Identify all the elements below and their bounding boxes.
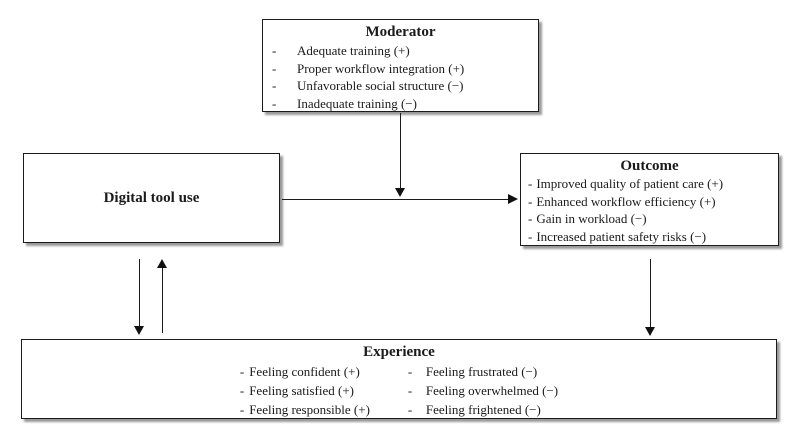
moderator-item-text: Adequate training (+)	[297, 43, 410, 58]
arrow-experience-to-dtu-head-up-icon	[156, 259, 167, 268]
experience-item-text: Feeling satisfied (+)	[249, 383, 355, 398]
digital-tool-use-box: Digital tool use	[23, 153, 280, 243]
experience-left-column: - Feeling confident (+) - Feeling satisf…	[240, 362, 370, 419]
list-item: - Feeling responsible (+)	[240, 400, 370, 419]
experience-item-text: Feeling frustrated (−)	[425, 364, 538, 379]
arrow-dtu-to-outcome-head-right-icon	[508, 193, 518, 204]
arrow-dtu-to-outcome-line	[282, 198, 509, 200]
outcome-item-text: Improved quality of patient care (+)	[536, 176, 724, 191]
moderator-item-text: Inadequate training (−)	[297, 95, 417, 111]
bullet-dash: -	[272, 60, 277, 76]
outcome-list: - Improved quality of patient care (+) -…	[521, 175, 778, 245]
experience-title: Experience	[363, 344, 435, 360]
experience-columns: - Feeling confident (+) - Feeling satisf…	[22, 362, 776, 419]
experience-item-text: Feeling overwhelmed (−)	[425, 383, 559, 398]
list-item: - Adequate training (+)	[271, 42, 532, 60]
bullet-dash: -	[239, 402, 245, 417]
moderator-list: - Adequate training (+) - Proper workflo…	[263, 41, 538, 112]
experience-item-text: Feeling confident (+)	[249, 364, 360, 379]
arrow-experience-to-dtu-line	[162, 268, 164, 333]
list-item: - Proper workflow integration (+)	[271, 60, 532, 78]
bullet-dash: -	[407, 402, 413, 417]
list-item: - Increased patient safety risks (−)	[528, 228, 773, 246]
list-item: - Inadequate training (−)	[271, 95, 532, 113]
bullet-dash: -	[272, 43, 277, 58]
arrow-moderator-head-down-icon	[394, 188, 405, 197]
experience-item-text: Feeling frightened (−)	[425, 402, 541, 417]
list-item: - Feeling overwhelmed (−)	[408, 381, 558, 400]
bullet-dash: -	[407, 383, 413, 398]
moderator-box: Moderator - Adequate training (+) - Prop…	[262, 19, 539, 112]
arrow-dtu-to-experience-line	[139, 259, 141, 327]
arrow-moderator-line	[400, 113, 402, 189]
outcome-item-text: Enhanced workflow efficiency (+)	[536, 193, 716, 209]
moderator-title: Moderator	[365, 24, 436, 40]
experience-box: Experience - Feeling confident (+) - Fee…	[21, 339, 777, 419]
bullet-dash: -	[528, 193, 533, 209]
bullet-dash: -	[239, 383, 245, 398]
digital-tool-use-title: Digital tool use	[103, 189, 200, 206]
bullet-dash: -	[272, 78, 277, 93]
experience-item-text: Feeling responsible (+)	[249, 402, 370, 417]
list-item: - Feeling frightened (−)	[408, 400, 558, 419]
arrow-outcome-to-experience-head-down-icon	[644, 327, 655, 336]
list-item: - Unfavorable social structure (−)	[271, 77, 532, 95]
list-item: - Feeling satisfied (+)	[240, 381, 370, 400]
list-item: - Enhanced workflow efficiency (+)	[528, 193, 773, 211]
arrow-outcome-to-experience-line	[650, 259, 652, 328]
list-item: - Feeling frustrated (−)	[408, 362, 558, 381]
bullet-dash: -	[272, 95, 277, 111]
outcome-title: Outcome	[620, 158, 679, 174]
moderator-item-text: Unfavorable social structure (−)	[297, 78, 464, 93]
list-item: - Feeling confident (+)	[240, 362, 370, 381]
outcome-item-text: Increased patient safety risks (−)	[536, 228, 707, 244]
moderator-item-text: Proper workflow integration (+)	[297, 60, 465, 76]
bullet-dash: -	[239, 364, 245, 379]
list-item: - Gain in workload (−)	[528, 210, 773, 228]
bullet-dash: -	[528, 211, 533, 226]
arrow-dtu-to-experience-head-down-icon	[133, 326, 144, 335]
bullet-dash: -	[407, 364, 413, 379]
outcome-item-text: Gain in workload (−)	[536, 211, 647, 226]
bullet-dash: -	[528, 228, 533, 244]
experience-right-column: - Feeling frustrated (−) - Feeling overw…	[408, 362, 558, 419]
list-item: - Improved quality of patient care (+)	[528, 175, 773, 193]
outcome-box: Outcome - Improved quality of patient ca…	[520, 153, 779, 246]
bullet-dash: -	[528, 176, 533, 191]
